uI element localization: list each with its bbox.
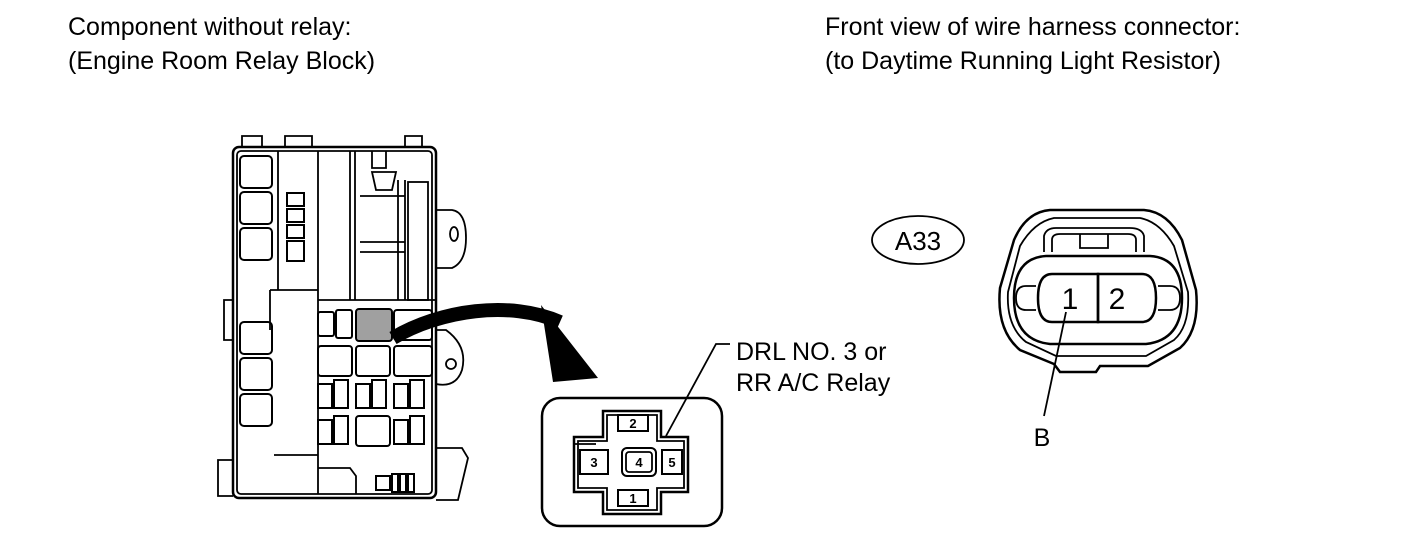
relay-label-line1: DRL NO. 3 or bbox=[736, 338, 887, 366]
connector-pin-2: 2 bbox=[1109, 283, 1126, 316]
highlighted-relay-slot bbox=[355, 308, 393, 342]
relay-terminal-5: 5 bbox=[668, 455, 675, 470]
wire-harness-connector: 1 2 bbox=[998, 208, 1198, 374]
right-caption-line2: (to Daytime Running Light Resistor) bbox=[825, 47, 1221, 75]
left-caption-line1: Component without relay: bbox=[68, 13, 352, 41]
relay-terminal-view: 2 3 4 5 1 bbox=[540, 396, 724, 528]
curved-arrow-icon bbox=[389, 303, 598, 382]
connector-pin-1: 1 bbox=[1062, 283, 1079, 316]
relay-terminal-1: 1 bbox=[629, 491, 636, 506]
left-caption: Component without relay: (Engine Room Re… bbox=[68, 10, 375, 78]
relay-terminal-3: 3 bbox=[590, 455, 597, 470]
left-caption-line2: (Engine Room Relay Block) bbox=[68, 47, 376, 75]
right-caption: Front view of wire harness connector: (t… bbox=[825, 10, 1240, 78]
right-caption-line1: Front view of wire harness connector: bbox=[825, 13, 1241, 41]
relay-label-line2: RR A/C Relay bbox=[736, 369, 891, 397]
connector-id-text: A33 bbox=[895, 226, 941, 256]
connector-id-badge: A33 bbox=[871, 215, 965, 265]
relay-leader-line bbox=[665, 343, 730, 437]
relay-terminal-4: 4 bbox=[635, 455, 643, 470]
wire-leader-line bbox=[1043, 311, 1067, 417]
relay-terminal-2: 2 bbox=[629, 416, 636, 431]
engine-room-relay-block bbox=[217, 135, 469, 501]
wire-color-label: B bbox=[1034, 424, 1051, 452]
